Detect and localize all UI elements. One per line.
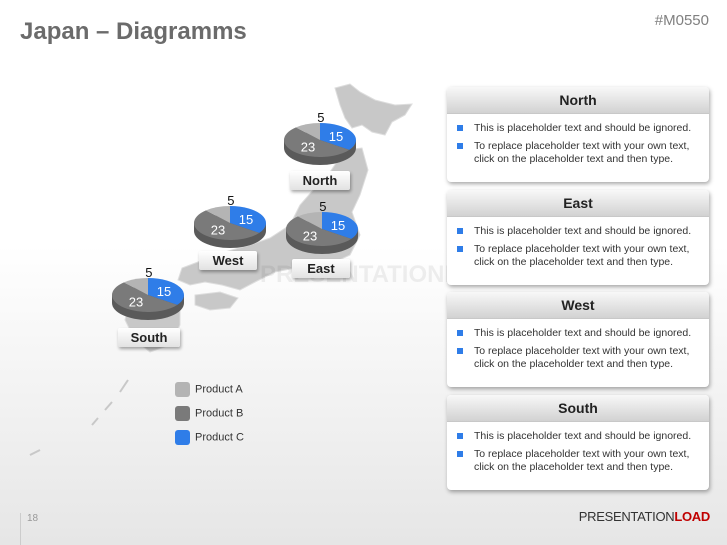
bullet: To replace placeholder text with your ow… <box>457 345 709 371</box>
pie-north: 15 235 <box>284 110 357 165</box>
shikoku <box>194 291 239 311</box>
ryukyu-islands <box>29 379 129 456</box>
swatch-icon <box>175 406 190 421</box>
pie-east: 15 235 <box>286 199 358 254</box>
panel-title: West <box>447 292 709 319</box>
region-label-north: North <box>290 171 350 190</box>
pie-south: 15 235 <box>112 265 185 320</box>
pie-slice-product-c <box>322 212 358 239</box>
pie-slice-product-c <box>148 278 185 305</box>
hokkaido <box>334 83 413 136</box>
pie-data-label: 15 <box>157 284 171 299</box>
panel-east: East This is placeholder text and should… <box>447 190 709 285</box>
pie-west: 15 235 <box>194 193 267 248</box>
legend-item-product-c: Product C <box>175 430 244 445</box>
pie-slice-product-b <box>284 127 350 157</box>
pie-data-label: 23 <box>301 139 315 154</box>
legend-item-product-a: Product A <box>175 382 243 397</box>
pie-slice-product-a <box>297 212 322 229</box>
page-number: 18 <box>20 513 38 545</box>
legend-item-product-b: Product B <box>175 406 243 421</box>
pie-data-label: 23 <box>211 222 225 237</box>
page-title: Japan – Diagramms <box>20 18 247 45</box>
region-label-south: South <box>118 328 180 347</box>
legend-label: Product B <box>195 407 244 420</box>
slide-code: #M0550 <box>654 12 709 29</box>
pie-data-label: 5 <box>227 193 234 208</box>
panel-title: South <box>447 395 709 422</box>
panel-title: North <box>447 87 709 114</box>
logo: PRESENTATIONLOAD <box>578 509 711 524</box>
region-label-west: West <box>199 251 257 270</box>
panel-north: North This is placeholder text and shoul… <box>447 87 709 182</box>
panel-title: East <box>447 190 709 217</box>
pie-slice-product-b <box>286 216 352 246</box>
pie-data-label: 15 <box>331 218 345 233</box>
pie-slice-product-b <box>112 282 178 312</box>
pie-slice-product-a <box>123 278 148 295</box>
bullet: This is placeholder text and should be i… <box>457 225 709 238</box>
bullet: To replace placeholder text with your ow… <box>457 448 709 474</box>
pie-slice-product-a <box>205 206 230 223</box>
pie-slice-product-b <box>194 210 260 240</box>
pie-data-label: 5 <box>317 110 324 125</box>
swatch-icon <box>175 430 190 445</box>
pie-data-label: 15 <box>239 212 253 227</box>
legend-label: Product C <box>195 431 244 444</box>
pie-slice-product-c <box>320 123 357 150</box>
panel-south: South This is placeholder text and shoul… <box>447 395 709 490</box>
pie-data-label: 15 <box>329 129 343 144</box>
bullet: To replace placeholder text with your ow… <box>457 140 709 166</box>
region-label-east: East <box>292 259 350 278</box>
legend-label: Product A <box>195 383 243 396</box>
bullet: This is placeholder text and should be i… <box>457 327 709 340</box>
bullet: To replace placeholder text with your ow… <box>457 243 709 269</box>
pie-data-label: 5 <box>319 199 326 214</box>
bullet: This is placeholder text and should be i… <box>457 430 709 443</box>
pie-slice-product-c <box>230 206 267 233</box>
pie-data-label: 23 <box>129 294 143 309</box>
swatch-icon <box>175 382 190 397</box>
pie-data-label: 5 <box>145 265 152 280</box>
bullet: This is placeholder text and should be i… <box>457 122 709 135</box>
pie-data-label: 23 <box>303 228 317 243</box>
pie-slice-product-a <box>295 123 320 140</box>
panel-west: West This is placeholder text and should… <box>447 292 709 387</box>
